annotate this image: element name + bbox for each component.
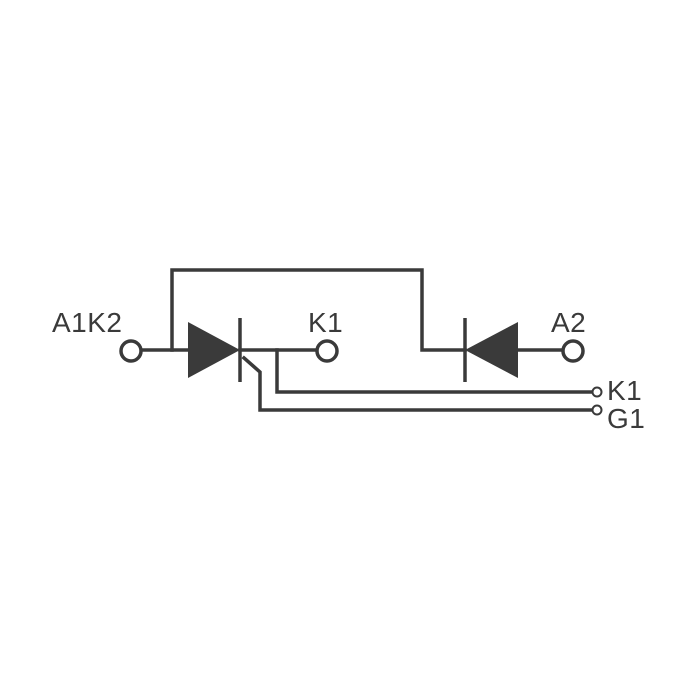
diode-triangle xyxy=(465,322,518,378)
label-g1: G1 xyxy=(607,403,645,434)
terminal-g1 xyxy=(591,404,603,416)
label-a2: A2 xyxy=(551,307,586,338)
top-loop-wire xyxy=(170,268,467,352)
terminal-k1-aux xyxy=(591,386,603,398)
label-a1k2: A1K2 xyxy=(52,307,123,338)
thyristor-triangle xyxy=(188,322,240,378)
label-k1-aux: K1 xyxy=(607,375,642,406)
gate-wire xyxy=(241,355,594,412)
aux-k1-wire xyxy=(275,348,594,394)
label-k1-main: K1 xyxy=(308,307,343,338)
terminal-k1-main xyxy=(315,339,339,363)
terminal-a1k2 xyxy=(119,339,143,363)
terminal-a2 xyxy=(561,339,585,363)
